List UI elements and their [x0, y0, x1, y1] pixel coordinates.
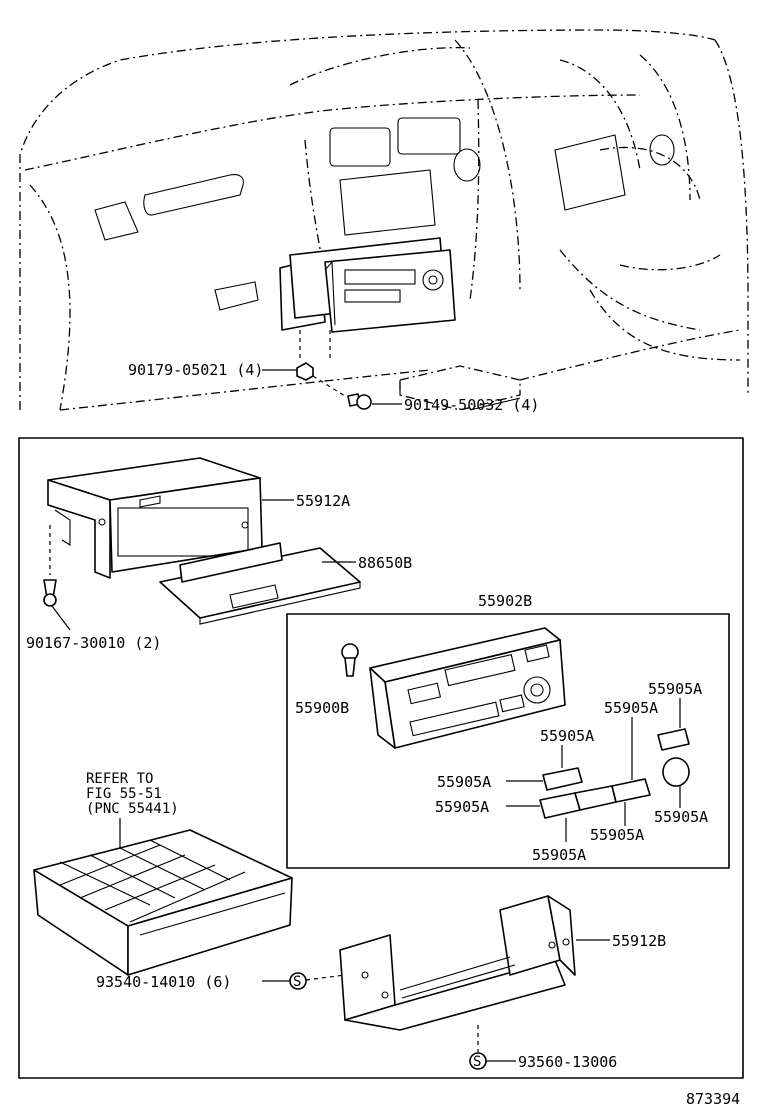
- control-assembly-frame: [286, 613, 730, 869]
- part-label-55905a-3: 55905A: [540, 727, 594, 745]
- part-label-55905a-6: 55905A: [654, 808, 708, 826]
- pocket-88650b: [159, 542, 361, 625]
- refer-line-1: REFER TO: [86, 771, 153, 787]
- part-label-90179-05021: 90179-05021 (4): [128, 361, 263, 379]
- part-label-88650b: 88650B: [358, 554, 412, 572]
- part-label-93560-13006: 93560-13006: [518, 1053, 617, 1071]
- bracket-55912b: [339, 895, 576, 1031]
- fastener-s-icon-2: S: [469, 1052, 487, 1070]
- part-label-90167-30010: 90167-30010 (2): [26, 634, 161, 652]
- screw-55900b-icon: [341, 643, 359, 677]
- part-label-93540-14010: 93540-14010 (6): [96, 973, 231, 991]
- storage-tray: [33, 829, 293, 976]
- nut-icon: [296, 362, 314, 381]
- button-caps: [539, 728, 690, 819]
- part-label-90149-50032: 90149-50032 (4): [404, 396, 539, 414]
- detail-frame: [18, 437, 744, 1079]
- svg-text:S: S: [293, 974, 301, 990]
- dashboard-overview: [19, 29, 749, 411]
- diagram-id: 873394: [686, 1090, 740, 1108]
- bracket-55912a: [47, 457, 263, 579]
- part-label-55905a-2: 55905A: [604, 699, 658, 717]
- screw-icon: [43, 579, 57, 607]
- svg-text:S: S: [473, 1054, 481, 1070]
- part-label-55905a-1: 55905A: [648, 680, 702, 698]
- part-label-55905a-4: 55905A: [437, 773, 491, 791]
- part-label-55912b: 55912B: [612, 932, 666, 950]
- refer-line-2: FIG 55-51: [86, 786, 162, 802]
- bolt-icon: [347, 393, 372, 410]
- refer-line-3: (PNC 55441): [86, 801, 179, 817]
- climate-control-panel: [369, 627, 566, 749]
- part-label-55905a-5: 55905A: [435, 798, 489, 816]
- part-label-55905a-7: 55905A: [590, 826, 644, 844]
- part-label-55912a: 55912A: [296, 492, 350, 510]
- fastener-s-icon-1: S: [289, 972, 307, 990]
- part-label-55902b: 55902B: [478, 592, 532, 610]
- part-label-55900b: 55900B: [295, 699, 349, 717]
- part-label-55905a-8: 55905A: [532, 846, 586, 864]
